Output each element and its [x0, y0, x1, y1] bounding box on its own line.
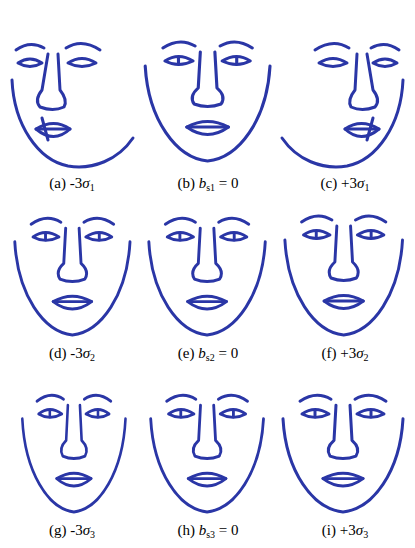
face-outline	[12, 43, 133, 166]
panel-caption: (i) +3σ3	[322, 522, 368, 539]
panel-caption: (g) -3σ3	[49, 522, 95, 539]
face-outline	[15, 218, 130, 335]
face-outline	[285, 216, 403, 335]
face-outline	[151, 395, 264, 512]
panel-caption: (b) bs1 = 0	[177, 175, 238, 192]
panel-caption: (e) bs2 = 0	[178, 345, 238, 362]
panel-caption: (d) -3σ2	[49, 345, 95, 362]
panel-caption: (a) -3σ1	[49, 175, 94, 192]
panel-caption: (h) bs3 = 0	[177, 522, 238, 539]
face-outline	[145, 42, 270, 161]
face-outline	[283, 395, 403, 512]
face-outline	[282, 43, 403, 166]
panel-caption: (c) +3σ1	[321, 175, 370, 192]
face-outline	[149, 218, 265, 335]
panel-caption: (f) +3σ2	[321, 345, 368, 362]
face-outline	[22, 395, 125, 512]
